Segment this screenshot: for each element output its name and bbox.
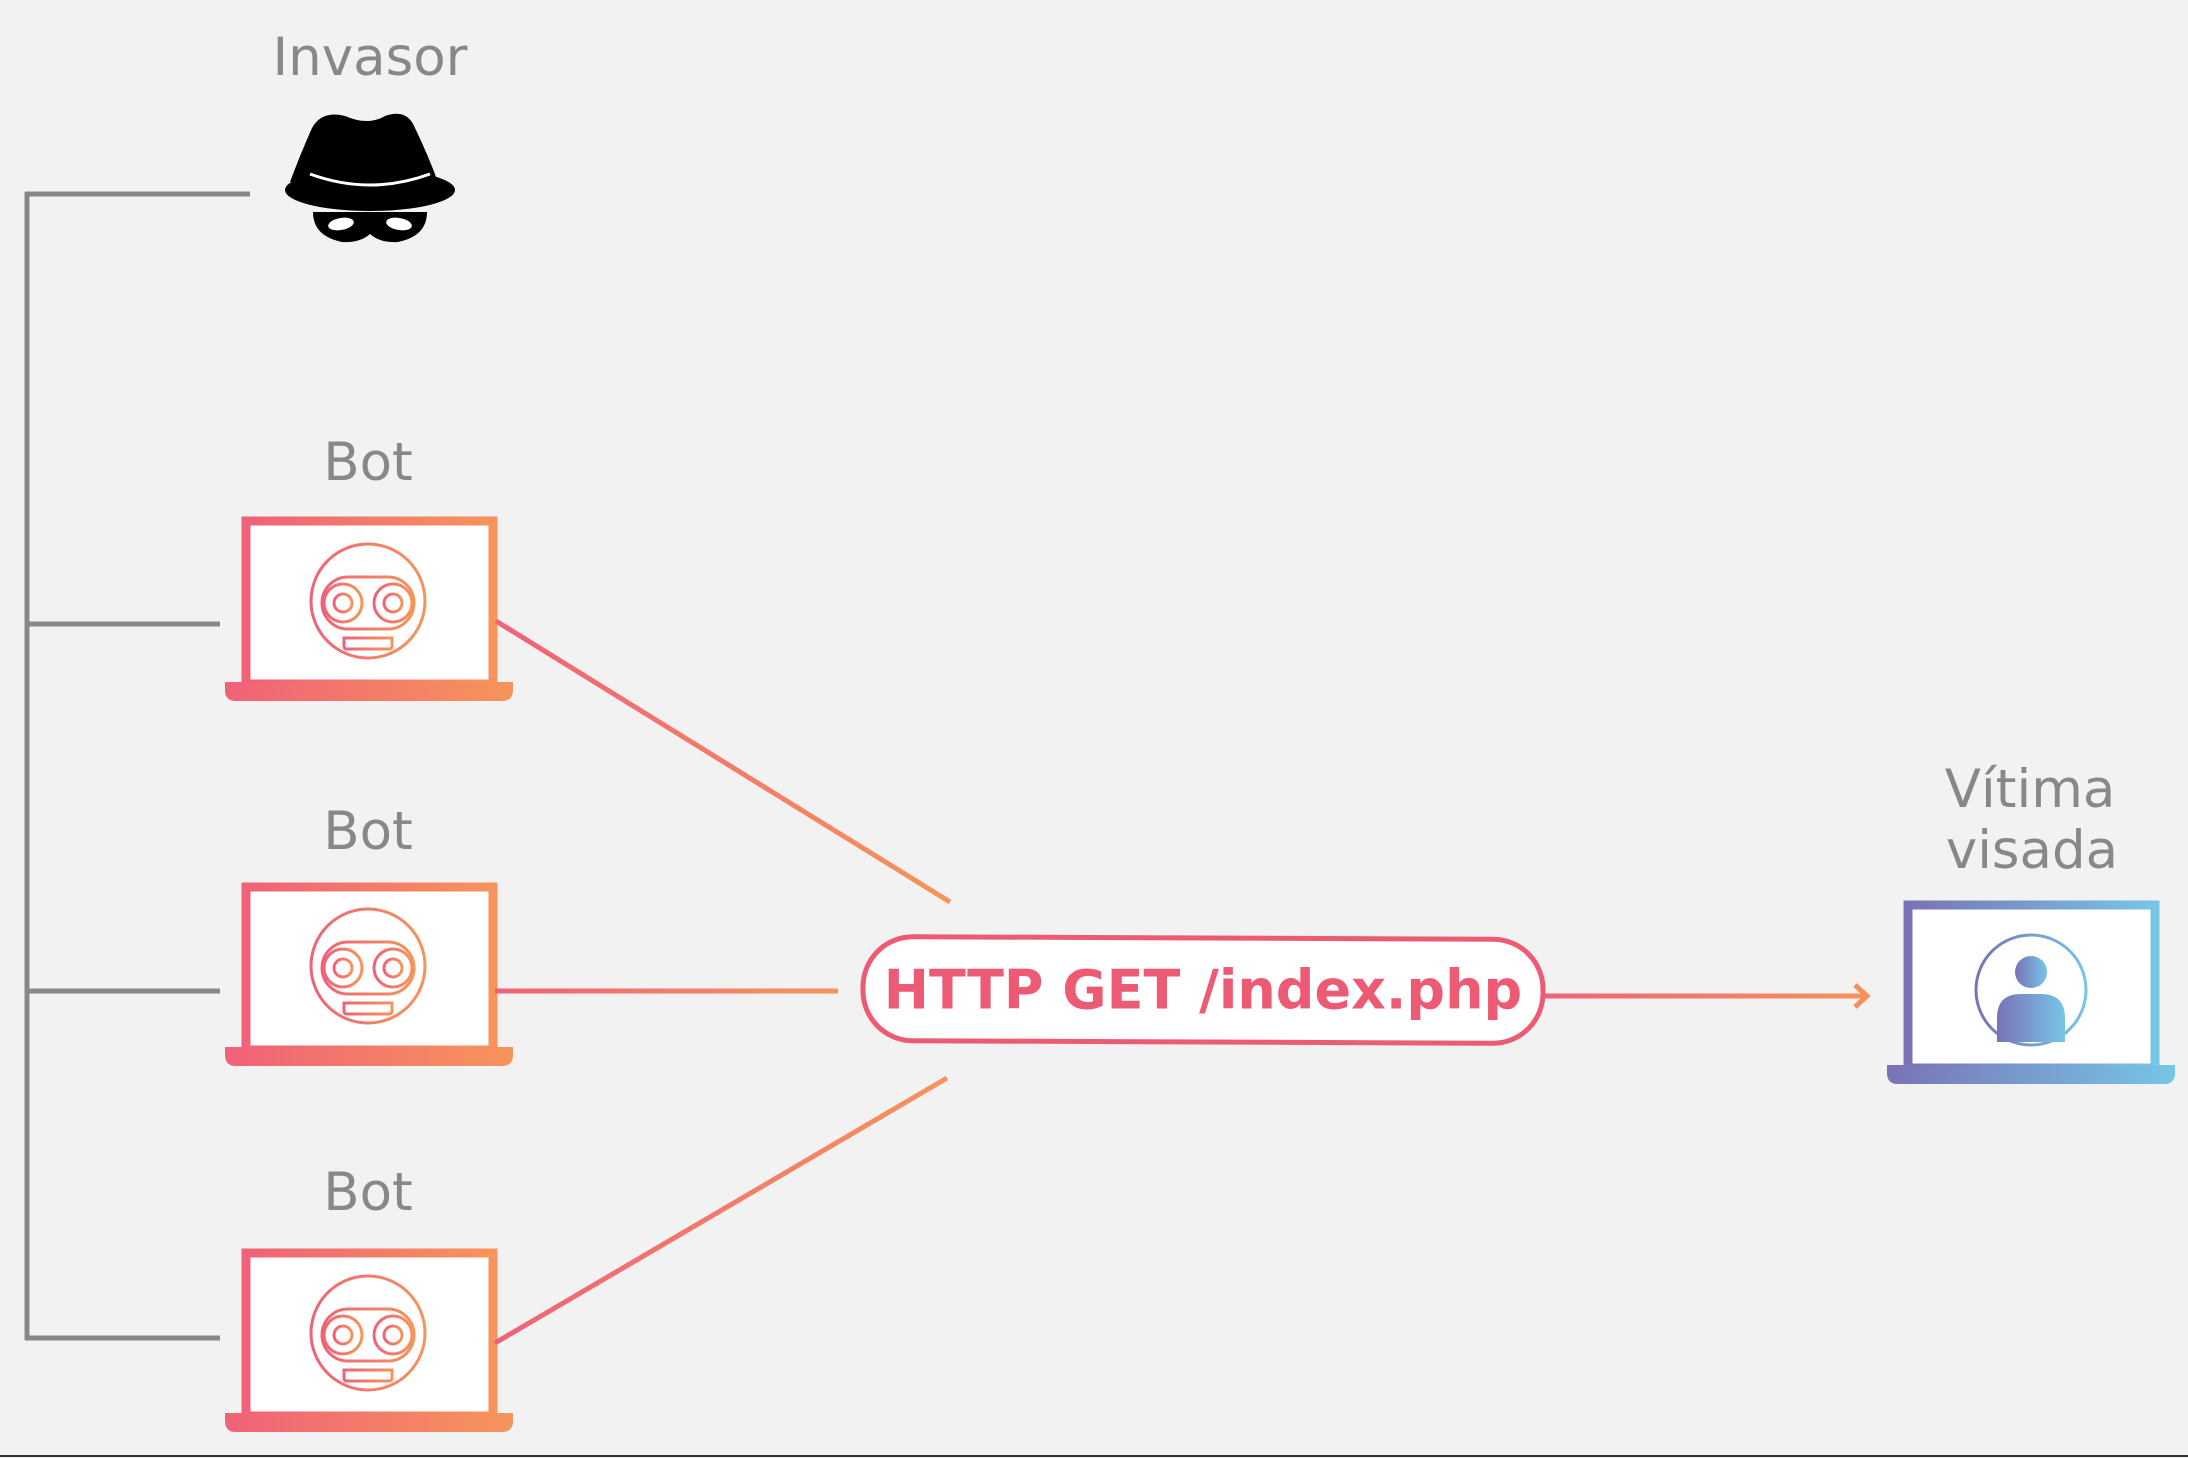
bot-connectors (493, 618, 952, 1346)
attacker-label: Invasor (273, 27, 468, 88)
bot-node-3: Bot (225, 1162, 513, 1432)
victim-label-line-2: visada (1946, 820, 2118, 881)
bot-label-3: Bot (323, 1162, 413, 1223)
victim-label-line-1: Vítima (1945, 759, 2116, 820)
connector-bot-3 (493, 1075, 949, 1346)
connector-bot-1 (494, 618, 952, 905)
http-request-node: HTTP GET /index.php (860, 934, 1546, 1046)
user-icon (1974, 933, 2088, 1047)
http-request-pill (860, 934, 1546, 1046)
spy-hat-mask-icon (285, 113, 455, 243)
bot-node-2: Bot (225, 801, 513, 1066)
bot-node-1: Bot (225, 432, 513, 701)
laptop-icon (225, 1248, 513, 1432)
arrow-head (1853, 983, 1871, 1009)
http-request-label: HTTP GET /index.php (884, 959, 1522, 1022)
bot-label-1: Bot (323, 432, 413, 493)
laptop-icon (225, 882, 513, 1066)
victim-node: Vítima visada (1887, 759, 2175, 1084)
bot-label-2: Bot (323, 801, 413, 862)
attacker-node: Invasor (273, 27, 468, 243)
laptop-icon (225, 516, 513, 701)
request-arrow (1545, 983, 1871, 1009)
command-bus (24, 191, 250, 1341)
